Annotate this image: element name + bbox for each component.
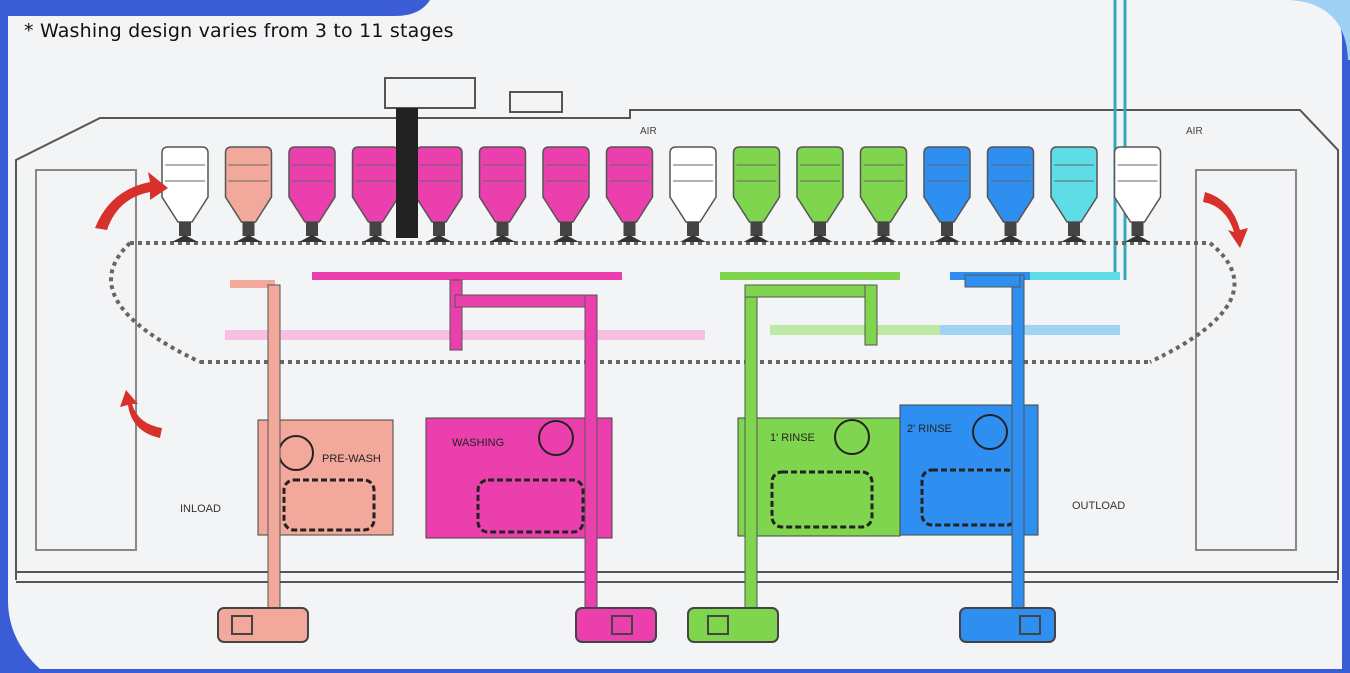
water-levels (225, 325, 1120, 340)
bottle (986, 146, 1035, 242)
label-rinse1: 1' RINSE (770, 432, 815, 444)
bottle (1050, 146, 1098, 242)
bottle (542, 146, 590, 242)
bottle (859, 146, 908, 242)
bottle (415, 146, 463, 242)
label-rinse2: 2' RINSE (907, 423, 952, 435)
pipes (267, 274, 1025, 631)
label-air-left: AIR (640, 126, 657, 137)
bottle (732, 146, 781, 242)
bottle (923, 146, 971, 242)
conveyor-chains (109, 241, 1237, 364)
tank-rinse1 (737, 417, 901, 537)
bottle-row (161, 146, 1162, 242)
label-air-right: AIR (1186, 126, 1203, 137)
corner-accent (1290, 0, 1350, 60)
label-prewash: PRE-WASH (322, 453, 381, 465)
corner-accent-bl (0, 640, 40, 669)
tank-washing (425, 417, 613, 539)
bottle (161, 146, 209, 242)
bottle (1113, 146, 1162, 242)
pumps (217, 607, 1056, 643)
label-washing: WASHING (452, 437, 504, 449)
machine-housing (15, 0, 1339, 583)
bottle (669, 146, 717, 242)
bottle (605, 146, 654, 242)
bottle (351, 146, 400, 242)
label-inload: INLOAD (180, 503, 221, 515)
flow-arrows (95, 172, 1248, 438)
label-outload: OUTLOAD (1072, 500, 1125, 512)
stages-note: * Washing design varies from 3 to 11 sta… (24, 20, 454, 42)
drive-shaft (396, 108, 418, 238)
bottle (478, 146, 527, 242)
bottle (288, 146, 336, 242)
bottle (796, 146, 844, 242)
bottle (224, 146, 273, 242)
